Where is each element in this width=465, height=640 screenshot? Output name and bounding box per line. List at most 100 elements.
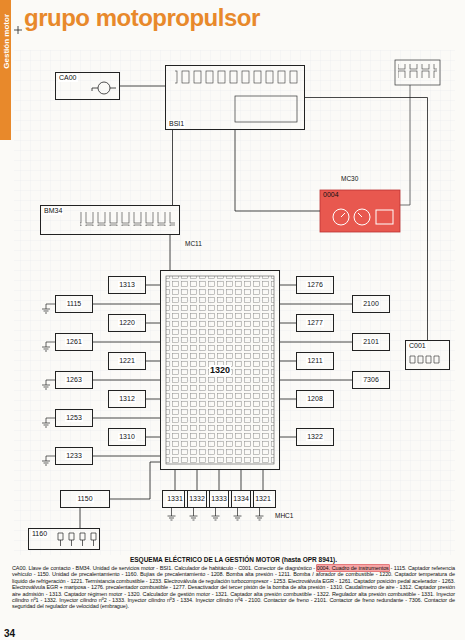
component-code: 1208 bbox=[306, 395, 324, 403]
actuator-box: 1276 bbox=[296, 276, 334, 294]
section-tab bbox=[0, 0, 11, 140]
instrument-panel-symbol bbox=[320, 190, 400, 232]
wire bbox=[93, 456, 160, 457]
legend-item: 1310. Caudalímetro de aire - bbox=[330, 584, 398, 590]
connector-pins bbox=[410, 356, 439, 363]
ground-symbol bbox=[42, 342, 55, 351]
legend-item: 1320. Calculador de gestión motor - bbox=[128, 591, 214, 597]
component-code: 1331 bbox=[166, 495, 184, 503]
ground-symbol bbox=[42, 418, 55, 427]
page-title: grupo motopropulsor bbox=[24, 4, 260, 32]
legend-item: 1321. Captador alta presión combustible … bbox=[215, 591, 315, 597]
component-code: 1220 bbox=[118, 319, 136, 327]
component-code: 1261 bbox=[65, 338, 83, 346]
grid-paper bbox=[14, 50, 455, 555]
wire bbox=[235, 130, 320, 211]
sensor-box: 1313 bbox=[108, 276, 146, 294]
switch-box: 2100 bbox=[352, 295, 390, 313]
legend-item: 2100. Contactor de freno - bbox=[248, 597, 312, 603]
sensor-box: 1115 bbox=[55, 295, 93, 313]
instrument-panel: 0004 bbox=[320, 190, 400, 232]
wire bbox=[280, 285, 296, 286]
wire bbox=[93, 418, 160, 419]
ground-symbol bbox=[42, 380, 55, 389]
fuse-row bbox=[235, 96, 297, 122]
legend-item: BSI1. Calculador de habitáculo - bbox=[160, 565, 237, 571]
component-code: 1263 bbox=[65, 376, 83, 384]
ground-symbol bbox=[42, 304, 264, 520]
actuator-box: 1322 bbox=[296, 428, 334, 446]
component-code: 1160 bbox=[31, 530, 48, 538]
wire bbox=[93, 342, 160, 343]
instrument-panel-symbol bbox=[376, 210, 393, 224]
component-code: 1276 bbox=[306, 281, 324, 289]
body-computer: BSI1 bbox=[165, 65, 305, 130]
ground-symbol bbox=[42, 304, 55, 313]
component-code: 1310 bbox=[118, 433, 136, 441]
wire bbox=[263, 470, 264, 490]
component-code: 1322 bbox=[306, 433, 324, 441]
glow-plug-symbol bbox=[58, 533, 96, 546]
component-code: 1277 bbox=[306, 319, 324, 327]
legend-item: 1333. Inyector cilindro nº3 - bbox=[112, 597, 178, 603]
legend-item: 1208. Bomba alta presión - bbox=[211, 571, 277, 577]
wire bbox=[280, 304, 352, 305]
wire bbox=[80, 508, 81, 528]
component-code: BM34 bbox=[43, 207, 63, 215]
fuse-row bbox=[80, 212, 175, 226]
engine-fuse-box: BM34 bbox=[40, 205, 180, 235]
component-code: 7306 bbox=[362, 376, 380, 384]
component-code: 1150 bbox=[76, 495, 93, 503]
wire bbox=[219, 470, 220, 490]
wire bbox=[170, 235, 171, 270]
crop-mark bbox=[14, 26, 22, 34]
legend-item: 1332. Inyector cilindro nº2 - bbox=[44, 597, 110, 603]
legend-item: 0004. Cuadro de instrumentos bbox=[317, 565, 389, 571]
component-code: 1320 bbox=[209, 365, 231, 376]
section-tab-label: Gestión motor bbox=[1, 14, 12, 69]
ground-label: MHC1 bbox=[274, 512, 294, 519]
sensor-box: 1312 bbox=[108, 390, 146, 408]
page-number: 34 bbox=[3, 628, 16, 639]
component-code: 1312 bbox=[118, 395, 136, 403]
wire bbox=[280, 437, 296, 438]
legend-item: 1211. Bomba / aforador de combustible - bbox=[278, 571, 377, 577]
wire bbox=[280, 361, 296, 362]
connector-pins bbox=[410, 356, 439, 363]
glow-plug-symbol bbox=[58, 533, 96, 546]
wire-layer bbox=[80, 86, 428, 528]
ecu-pin-grid bbox=[166, 276, 274, 464]
key-symbol bbox=[92, 88, 116, 91]
component-list: CA00. Llave de contacto -BM34. Unidad de… bbox=[12, 565, 455, 610]
component-code: 1253 bbox=[65, 414, 83, 422]
ignition-switch: CA00 bbox=[55, 72, 120, 100]
wire bbox=[146, 437, 160, 438]
component-code: 1334 bbox=[232, 495, 250, 503]
connector-label: MC30 bbox=[340, 175, 359, 182]
legend-item: 1277. Desactivador del tercer pistón de … bbox=[173, 584, 329, 590]
wire bbox=[110, 462, 160, 499]
legend-item: C001. Conector de diagnóstico - bbox=[238, 565, 315, 571]
wire bbox=[280, 323, 296, 324]
section-tab bbox=[0, 0, 11, 140]
legend-item: 1334. Inyector cilindro nº4 - bbox=[180, 597, 246, 603]
sensor-box: 1263 bbox=[55, 371, 93, 389]
component-code: 1115 bbox=[66, 300, 83, 308]
switch-box: 2101 bbox=[352, 333, 390, 351]
fuse-row bbox=[175, 70, 301, 122]
sensor-box: 1261 bbox=[55, 333, 93, 351]
wire bbox=[146, 361, 160, 362]
legend-item: 1261. Captador posición pedal acelerador… bbox=[339, 578, 440, 584]
ground-symbol bbox=[168, 508, 176, 520]
engine-ecu: 1320 bbox=[160, 270, 280, 470]
wire bbox=[175, 470, 176, 490]
wire bbox=[120, 86, 165, 87]
legend-item: 1221. Termistancia combustible - bbox=[70, 578, 147, 584]
fuse-box bbox=[395, 60, 440, 85]
wire bbox=[93, 304, 160, 305]
component-code: 1313 bbox=[118, 281, 136, 289]
component-code: 1333 bbox=[210, 495, 228, 503]
